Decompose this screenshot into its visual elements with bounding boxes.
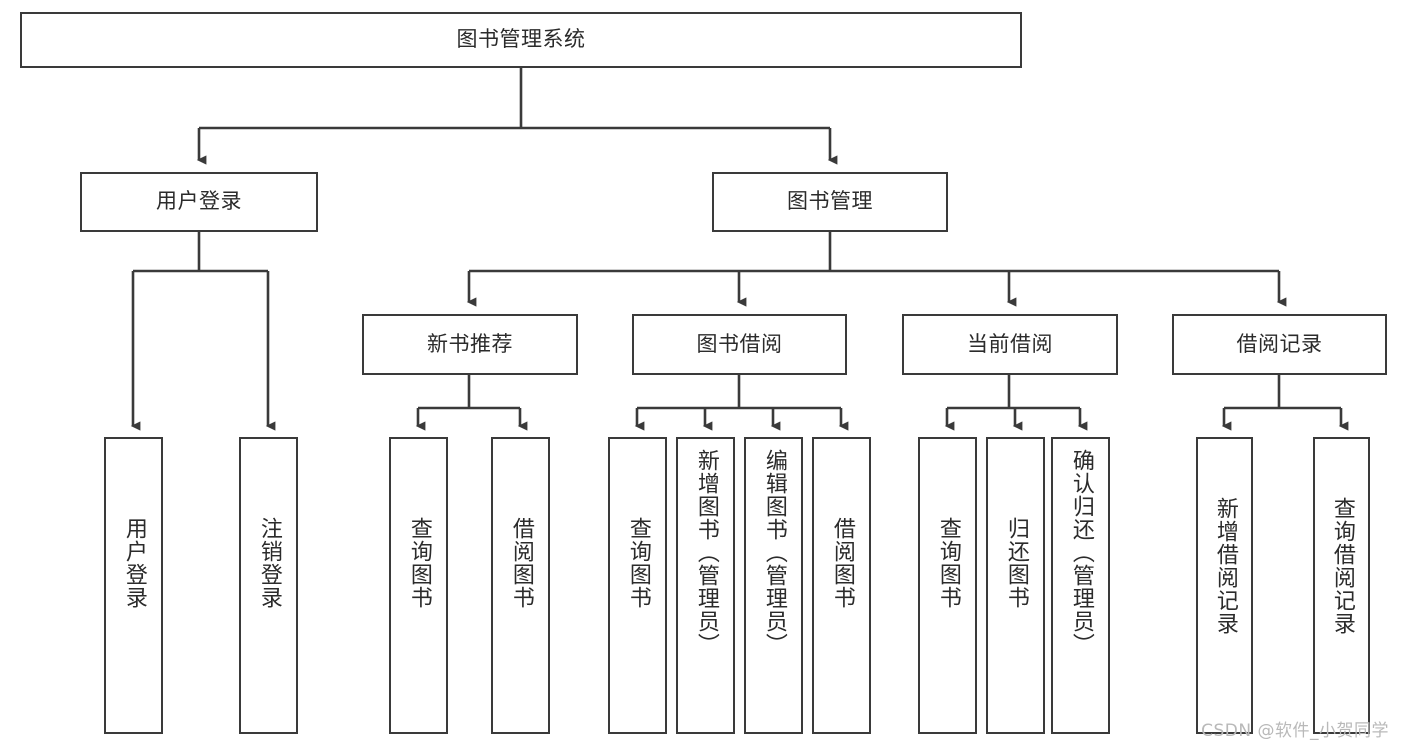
node-book-management[interactable]: 图书管理 bbox=[712, 172, 948, 232]
node-leaf-edit-book-label: 编辑图书（管理员） bbox=[761, 449, 787, 656]
node-leaf-edit-book[interactable]: 编辑图书（管理员） bbox=[744, 437, 803, 734]
node-leaf-return-book-label: 归还图书 bbox=[1003, 517, 1029, 609]
node-current-borrow-label: 当前借阅 bbox=[967, 331, 1053, 356]
node-borrow-record-label: 借阅记录 bbox=[1236, 331, 1323, 356]
node-leaf-query-book-2[interactable]: 查询图书 bbox=[608, 437, 667, 734]
node-book-management-label: 图书管理 bbox=[787, 189, 873, 214]
node-leaf-add-book-label: 新增图书（管理员） bbox=[693, 449, 719, 656]
node-borrow-record[interactable]: 借阅记录 bbox=[1172, 314, 1387, 375]
csdn-watermark: CSDN @软件_小贺同学 bbox=[1201, 721, 1389, 741]
node-new-book-recommend[interactable]: 新书推荐 bbox=[362, 314, 578, 375]
node-book-borrow[interactable]: 图书借阅 bbox=[632, 314, 847, 375]
node-leaf-query-book-2-label: 查询图书 bbox=[625, 517, 651, 609]
node-book-borrow-label: 图书借阅 bbox=[696, 331, 783, 356]
node-leaf-query-book-1-label: 查询图书 bbox=[406, 517, 432, 609]
node-current-borrow[interactable]: 当前借阅 bbox=[902, 314, 1118, 375]
node-leaf-query-record-label: 查询借阅记录 bbox=[1329, 497, 1355, 635]
node-root[interactable]: 图书管理系统 bbox=[20, 12, 1022, 68]
node-leaf-query-record[interactable]: 查询借阅记录 bbox=[1313, 437, 1370, 734]
node-user-login[interactable]: 用户登录 bbox=[80, 172, 318, 232]
node-leaf-borrow-book-2[interactable]: 借阅图书 bbox=[812, 437, 871, 734]
node-leaf-add-record[interactable]: 新增借阅记录 bbox=[1196, 437, 1253, 734]
node-leaf-user-login[interactable]: 用户登录 bbox=[104, 437, 163, 734]
node-root-label: 图书管理系统 bbox=[456, 27, 586, 52]
node-leaf-borrow-book-1[interactable]: 借阅图书 bbox=[491, 437, 550, 734]
node-leaf-return-book[interactable]: 归还图书 bbox=[986, 437, 1045, 734]
node-leaf-query-book-1[interactable]: 查询图书 bbox=[389, 437, 448, 734]
node-user-login-label: 用户登录 bbox=[156, 189, 242, 214]
node-leaf-confirm-return-label: 确认归还（管理员） bbox=[1068, 449, 1094, 656]
node-leaf-logout-label: 注销登录 bbox=[256, 517, 282, 609]
node-leaf-query-book-3[interactable]: 查询图书 bbox=[918, 437, 977, 734]
node-new-book-recommend-label: 新书推荐 bbox=[427, 331, 513, 356]
node-leaf-user-login-label: 用户登录 bbox=[121, 517, 147, 609]
node-leaf-borrow-book-2-label: 借阅图书 bbox=[829, 517, 855, 609]
node-leaf-add-record-label: 新增借阅记录 bbox=[1212, 497, 1238, 635]
node-leaf-confirm-return[interactable]: 确认归还（管理员） bbox=[1051, 437, 1110, 734]
node-leaf-logout[interactable]: 注销登录 bbox=[239, 437, 298, 734]
node-leaf-borrow-book-1-label: 借阅图书 bbox=[508, 517, 534, 609]
node-leaf-add-book[interactable]: 新增图书（管理员） bbox=[676, 437, 735, 734]
node-leaf-query-book-3-label: 查询图书 bbox=[935, 517, 961, 609]
